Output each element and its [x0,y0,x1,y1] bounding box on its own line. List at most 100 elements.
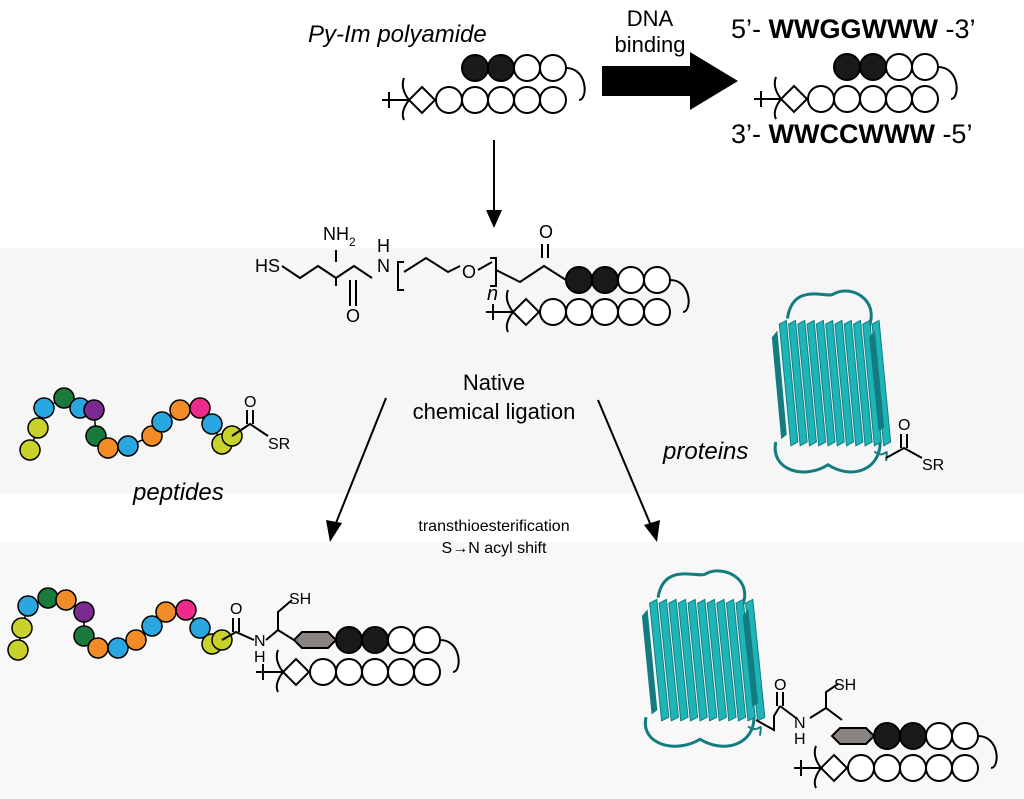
protein-thioester-sr: SR [922,457,944,474]
pyrrole-ring [859,85,887,113]
imidazole-ring [833,53,861,81]
pyrrole-ring [617,266,645,294]
amino-acid-residue [83,399,105,421]
pyrrole-ring [435,86,463,114]
tail-curve-bottom [773,98,782,120]
pyrrole-ring [539,298,567,326]
hairpin-bottom-left [256,626,460,693]
protein-loop-bottom [643,716,756,748]
beta-strand [706,598,727,722]
amino-acid-residue [55,589,77,611]
pyrrole-ring [899,754,927,782]
tail-curve-bottom [401,99,410,121]
amino-acid-residue [97,437,119,459]
peptide-chain-top [19,387,243,461]
gamma-turn [977,735,998,769]
protein-thioester [885,434,923,459]
pyrrole-ring [335,658,363,686]
pyrrole-ring [951,722,979,750]
amino-acid-residue [11,617,33,639]
cysteine-peg-linker [281,244,567,306]
tail-curve-top [275,649,284,673]
protein-loop-top [656,569,747,608]
arrow-right-diagonal [597,399,660,542]
imidazole-ring [565,266,593,294]
pyrrole-ring [911,53,939,81]
peptide-conj-n: N [254,633,266,650]
protein-conj-linker-hexagon [830,727,876,745]
amino-acid-residue [7,639,29,661]
pyrrole-ring [513,86,541,114]
peptides-label: peptides [132,479,224,506]
imidazole-ring [487,54,515,82]
dna-top-strand: 5’- WWGGWWW -3’ [731,14,975,44]
protein-conj-o: O [774,677,786,694]
repeat-n-label: n [487,283,498,305]
protein-conjugate-linker [755,683,843,732]
pyrrole-ring [847,754,875,782]
peptide-thioester-sr: SR [268,436,290,453]
amino-acid-residue [87,637,109,659]
peptide-conj-h: H [254,649,266,666]
beta-strand [658,598,679,722]
pyrrole-ring [925,754,953,782]
imidazole-ring [335,626,363,654]
beta-strand [677,598,699,722]
beta-alanine-diamond [779,84,809,114]
pyrrole-ring [951,754,979,782]
bottom-panel-background [0,542,1024,799]
tail-curve-bottom [505,311,514,333]
pyrrole-ring [885,85,913,113]
proteins-label: proteins [662,438,748,465]
peptide-conj-sh: SH [289,591,311,608]
beta-strand [797,319,817,447]
beta-alanine-diamond [281,657,311,687]
pyrrole-ring [413,626,441,654]
arrow-down [486,140,502,228]
beta-strand [852,319,873,447]
beta-strand-edge [869,330,885,432]
arrow-left-diagonal [326,397,387,542]
pyrrole-ring [413,658,441,686]
protein-conj-sh: SH [834,677,856,694]
beta-strand [788,319,808,447]
pyrrole-ring [643,298,671,326]
protein-loop-top [785,289,873,329]
beta-strand [825,319,845,447]
tail-curve-top [401,77,410,101]
protein-c-terminus [747,725,762,736]
pyrrole-ring [885,53,913,81]
amino-acid-residue [107,637,129,659]
imidazole-ring [461,54,489,82]
beta-strand [815,319,836,447]
amino-acid-residue [201,413,223,435]
amino-acid-residue [169,399,191,421]
peptide-thioester [231,410,269,437]
dna-binding-label-line1: DNA [627,6,674,31]
protein-conj-h: H [794,731,806,748]
amino-acid-residue [151,411,173,433]
beta-strand [697,598,718,722]
reaction-label-line2: S→N acyl shift [442,540,547,557]
beta-strand-edge [771,330,787,440]
pyrrole-ring [643,266,671,294]
amino-acid-residue [33,397,55,419]
amide-o-label: O [346,306,360,326]
pyrrole-ring [565,298,593,326]
amino-acid-residue [73,625,95,647]
tail-curve-top [813,745,822,769]
hairpin-top-right [754,53,958,120]
beta-alanine-diamond [511,297,541,327]
amino-acid-residue [155,601,177,623]
imidazole-ring [591,266,619,294]
tail-curve-bottom [813,767,822,789]
py-im-polyamide-label: Py-Im polyamide [308,21,487,48]
peptide-conj-linker-hexagon [292,631,338,649]
amino-acid-residue [189,397,211,419]
protein-barrel-bottom [641,569,766,748]
peptide-thioester-o: O [244,394,256,411]
beta-alanine-diamond [819,753,849,783]
beta-strand [806,319,827,447]
beta-strand [778,319,799,447]
